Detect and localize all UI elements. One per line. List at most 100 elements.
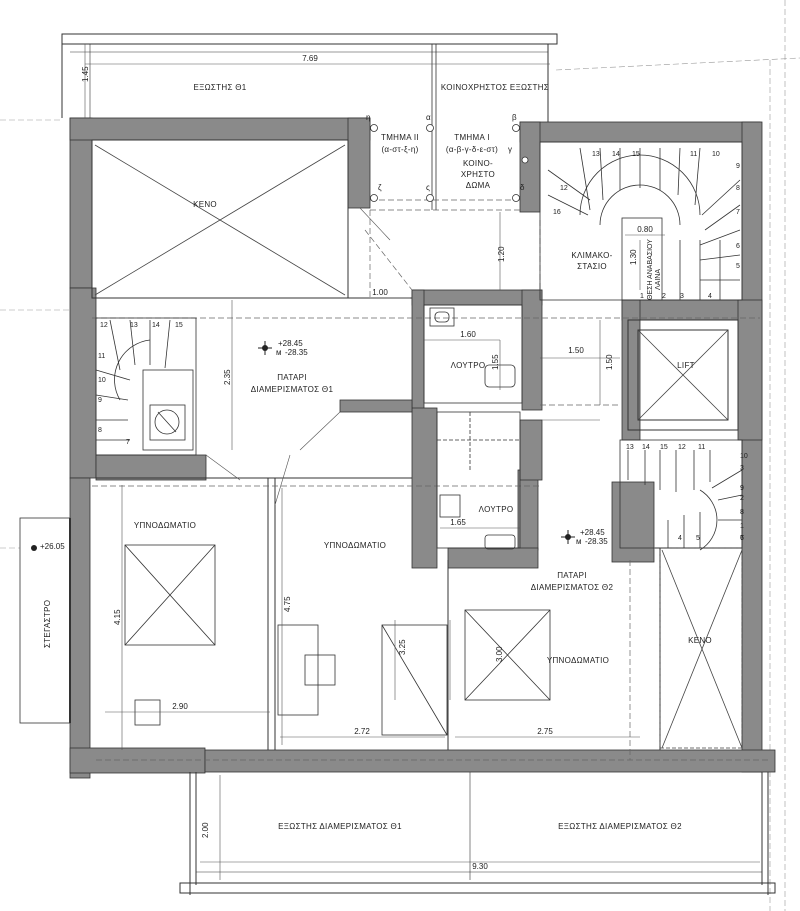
label-common-room-3: ΔΩΜΑ <box>466 181 491 190</box>
stair-step-number: 15 <box>660 444 668 451</box>
dim-930: 9.30 <box>472 862 488 871</box>
stair-step-number: 10 <box>98 377 106 384</box>
level-1-top: +28.45 <box>278 339 303 348</box>
stair-step-number: 4 <box>708 293 712 300</box>
stair-step-number: 2 <box>740 495 744 502</box>
dim-100: 1.00 <box>372 288 388 297</box>
stair-step-number: 2 <box>662 293 666 300</box>
stair-step-number: 8 <box>740 509 744 516</box>
point-delta: δ <box>520 183 525 192</box>
stair-step-number: 16 <box>553 209 561 216</box>
stair-step-number: 13 <box>626 444 634 451</box>
label-bath-2: ΛΟΥΤΡΟ <box>479 505 514 514</box>
dim-325: 3.25 <box>398 639 407 655</box>
dim-080: 0.80 <box>637 225 653 234</box>
stair-step-number: 14 <box>642 444 650 451</box>
level-labels: +28.45 м -28.35 +28.45 м -28.35 +26.05 <box>40 339 608 551</box>
label-mezz-2-b: ΔΙΑΜΕΡΙΣΜΑΤΟΣ Θ2 <box>531 583 614 592</box>
stair-step-number: 7 <box>736 209 740 216</box>
point-gamma: γ <box>508 145 512 154</box>
stair-step-number: 13 <box>592 151 600 158</box>
stair-step-number: 12 <box>560 185 568 192</box>
bottom-balcony <box>179 772 776 895</box>
label-mezz-1-a: ΠΑΤΑΡΙ <box>277 373 307 382</box>
label-balcony-top: ΕΞΩΣΤΗΣ Θ1 <box>194 83 247 92</box>
label-common-room-2: ΧΡΗΣΤΟ <box>461 170 495 179</box>
stair-step-number: 6 <box>736 243 740 250</box>
dim-200: 2.00 <box>201 822 210 838</box>
stair-step-number: 1 <box>640 293 644 300</box>
label-section-2-sub: (α-στ-ξ-η) <box>381 145 418 154</box>
dim-475: 4.75 <box>283 596 292 612</box>
label-lift: LIFT <box>677 361 695 370</box>
stair-step-number: 3 <box>740 465 744 472</box>
stair-left <box>95 317 197 456</box>
stair-step-number: 15 <box>175 322 183 329</box>
label-section-2: ΤΜΗΜΑ ΙΙ <box>381 133 419 142</box>
bathroom-fixtures <box>423 304 523 550</box>
dim-290: 2.90 <box>172 702 188 711</box>
point-st: ς <box>426 183 430 192</box>
level-markers <box>31 341 575 551</box>
dim-235: 2.35 <box>223 369 232 385</box>
interior-walls <box>91 139 742 750</box>
stair-step-number: 12 <box>678 444 686 451</box>
label-balcony-bottom-2: ΕΞΩΣΤΗΣ ΔΙΑΜΕΡΙΣΜΑΤΟΣ Θ2 <box>558 822 682 831</box>
dim-275: 2.75 <box>537 727 553 736</box>
dimension-labels: 7.69 1.45 1.20 1.00 0.80 1.30 1.60 1.55 … <box>81 54 653 871</box>
level-2-top: +28.45 <box>580 528 605 537</box>
point-eta: η <box>366 113 370 122</box>
dim-150a: 1.50 <box>568 346 584 355</box>
label-bedroom-3: ΥΠΝΟΔΩΜΑΤΙΟ <box>547 656 609 665</box>
dim-272: 2.72 <box>354 727 370 736</box>
stair-step-number: 15 <box>632 151 640 158</box>
label-mezz-2-a: ΠΑΤΑΡΙ <box>557 571 587 580</box>
label-stairwell-2: ΣΤΑΣΙΟ <box>577 262 607 271</box>
stair-step-number: 10 <box>740 453 748 460</box>
stair-right <box>619 439 743 551</box>
stair-step-number: 13 <box>130 322 138 329</box>
dim-top-depth: 1.45 <box>81 66 90 82</box>
stair-top <box>539 141 743 301</box>
stair-step-number: 9 <box>98 397 102 404</box>
stair-step-number: 11 <box>98 353 105 360</box>
label-section-1-sub: (α-β-γ-δ-ε-στ) <box>446 145 498 154</box>
label-void-top: ΚΕΝΟ <box>193 200 217 209</box>
label-bedroom-2: ΥΠΝΟΔΩΜΑΤΙΟ <box>324 541 386 550</box>
dim-top-width: 7.69 <box>302 54 318 63</box>
room-labels: ΕΞΩΣΤΗΣ Θ1 ΚΟΙΝΟΧΡΗΣΤΟΣ ΕΞΩΣΤΗΣ ΤΜΗΜΑ ΙΙ… <box>43 83 712 831</box>
stair-step-number: 11 <box>698 444 705 451</box>
dim-150b: 1.50 <box>605 354 614 370</box>
door-swings <box>205 207 600 506</box>
label-mezz-1-b: ΔΙΑΜΕΡΙΣΜΑΤΟΣ Θ1 <box>251 385 334 394</box>
stair-step-number: 5 <box>736 263 740 270</box>
furniture <box>19 517 551 736</box>
stair-step-number: 8 <box>736 185 740 192</box>
label-common-room-1: ΚΟΙΝΟ- <box>463 159 493 168</box>
stair-step-number: 14 <box>152 322 160 329</box>
label-common-balcony: ΚΟΙΝΟΧΡΗΣΤΟΣ ΕΞΩΣΤΗΣ <box>441 83 549 92</box>
dim-415: 4.15 <box>113 609 122 625</box>
point-beta: β <box>512 113 517 122</box>
top-balcony <box>61 33 558 210</box>
stair-step-number: 8 <box>98 427 102 434</box>
stair-step-number: 7 <box>740 535 744 542</box>
survey-points <box>370 124 529 202</box>
stair-step-number: 9 <box>736 163 740 170</box>
label-stairwell-1: ΚΛΙΜΑΚΟ- <box>571 251 612 260</box>
point-labels: η α β γ ζ ς δ <box>366 113 525 192</box>
dim-120: 1.20 <box>497 246 506 262</box>
level-2-bot: -28.35 <box>585 537 608 546</box>
point-zeta: ζ <box>378 183 382 192</box>
stair-step-number: 4 <box>678 535 682 542</box>
stair-step-number: 5 <box>696 535 700 542</box>
stair-step-number: 14 <box>612 151 620 158</box>
stair-step-number: 10 <box>712 151 720 158</box>
stair-step-number: 6 <box>740 535 744 542</box>
label-bedroom-1: ΥΠΝΟΔΩΜΑΤΙΟ <box>134 521 196 530</box>
stair-step-number: 11 <box>690 151 697 158</box>
label-section-1: ΤΜΗΜΑ Ι <box>454 133 489 142</box>
